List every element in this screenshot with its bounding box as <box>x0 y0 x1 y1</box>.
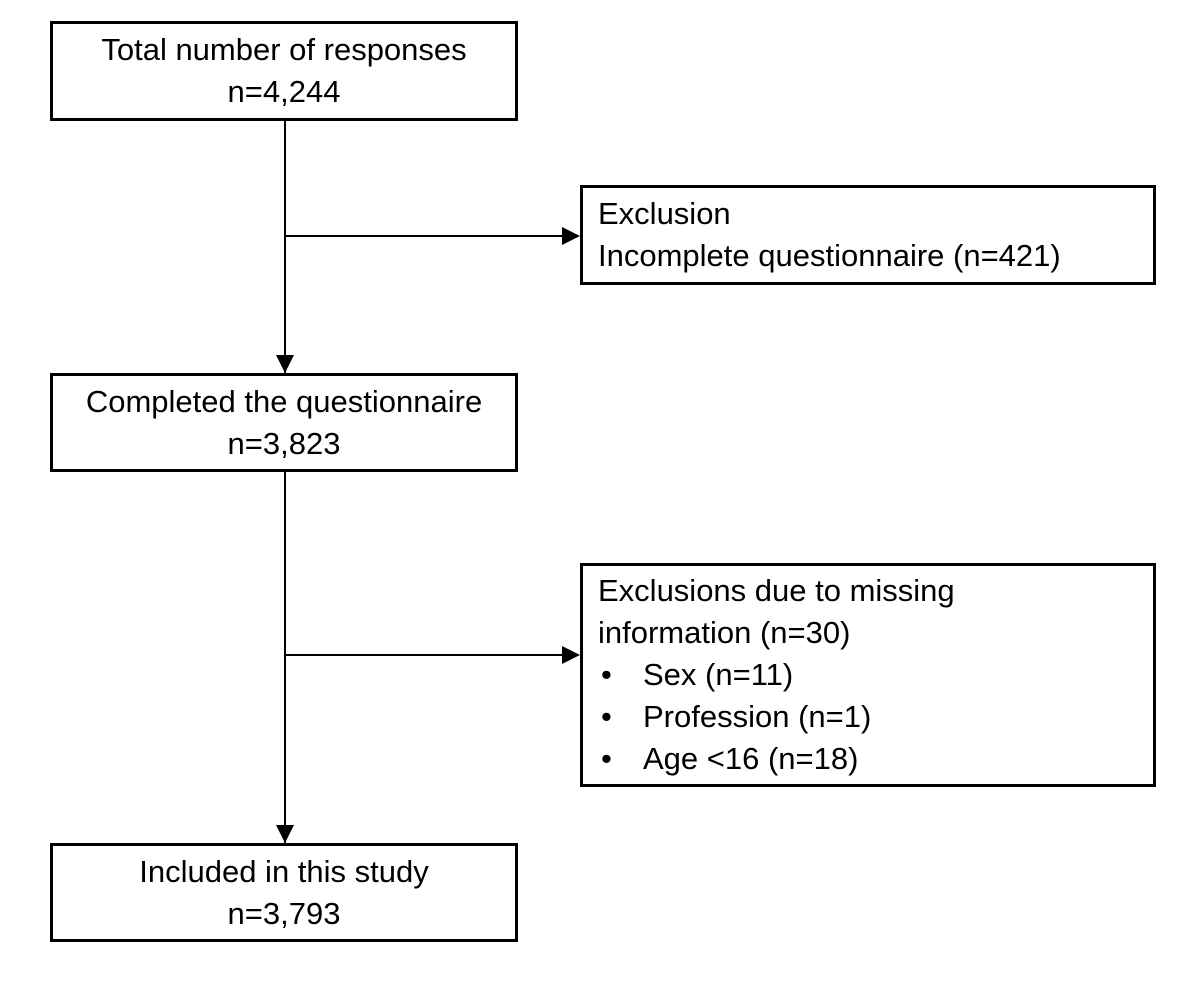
box-count-line: n=3,793 <box>227 895 341 931</box>
connector-branch-to-missing <box>284 654 566 656</box>
box-text-line: Exclusion <box>598 196 731 231</box>
box-text-line: Exclusions due to missing <box>598 573 955 608</box>
bullet-item-label: Age <16 (n=18) <box>643 741 859 776</box>
bullet-item-label: Sex (n=11) <box>643 657 794 692</box>
box-text-line: Total number of responses <box>101 32 467 67</box>
box-included-in-study: Included in this study n=3,793 <box>50 843 518 942</box>
connector-branch-to-exclusion <box>284 235 566 237</box>
bullet-item: • Profession (n=1) <box>598 696 1145 738</box>
bullet-item: • Sex (n=11) <box>598 654 1145 696</box>
bullet-item: • Age <16 (n=18) <box>598 738 1145 780</box>
box-total-responses: Total number of responses n=4,244 <box>50 21 518 121</box>
box-text-line: information (n=30) <box>598 615 851 650</box>
arrow-right-icon <box>562 646 580 664</box>
arrow-right-icon <box>562 227 580 245</box>
box-completed-questionnaire: Completed the questionnaire n=3,823 <box>50 373 518 472</box>
bullet-icon: • <box>601 741 612 776</box>
arrow-down-icon <box>276 825 294 843</box>
bullet-icon: • <box>601 699 612 734</box>
box-text-line: Included in this study <box>139 853 429 889</box>
box-exclusion-incomplete: Exclusion Incomplete questionnaire (n=42… <box>580 185 1156 285</box>
connector-vertical-total-to-completed <box>284 121 286 373</box>
box-exclusions-missing-info: Exclusions due to missing information (n… <box>580 563 1156 787</box>
box-text-line: Completed the questionnaire <box>85 383 483 419</box>
arrow-down-icon <box>276 355 294 373</box>
bullet-item-label: Profession (n=1) <box>643 699 872 734</box>
box-text-line: Incomplete questionnaire (n=421) <box>598 238 1061 273</box>
bullet-icon: • <box>601 657 612 692</box>
box-count-line: n=3,823 <box>227 425 341 461</box>
box-count-line: n=4,244 <box>227 74 341 109</box>
connector-vertical-completed-to-included <box>284 472 286 843</box>
